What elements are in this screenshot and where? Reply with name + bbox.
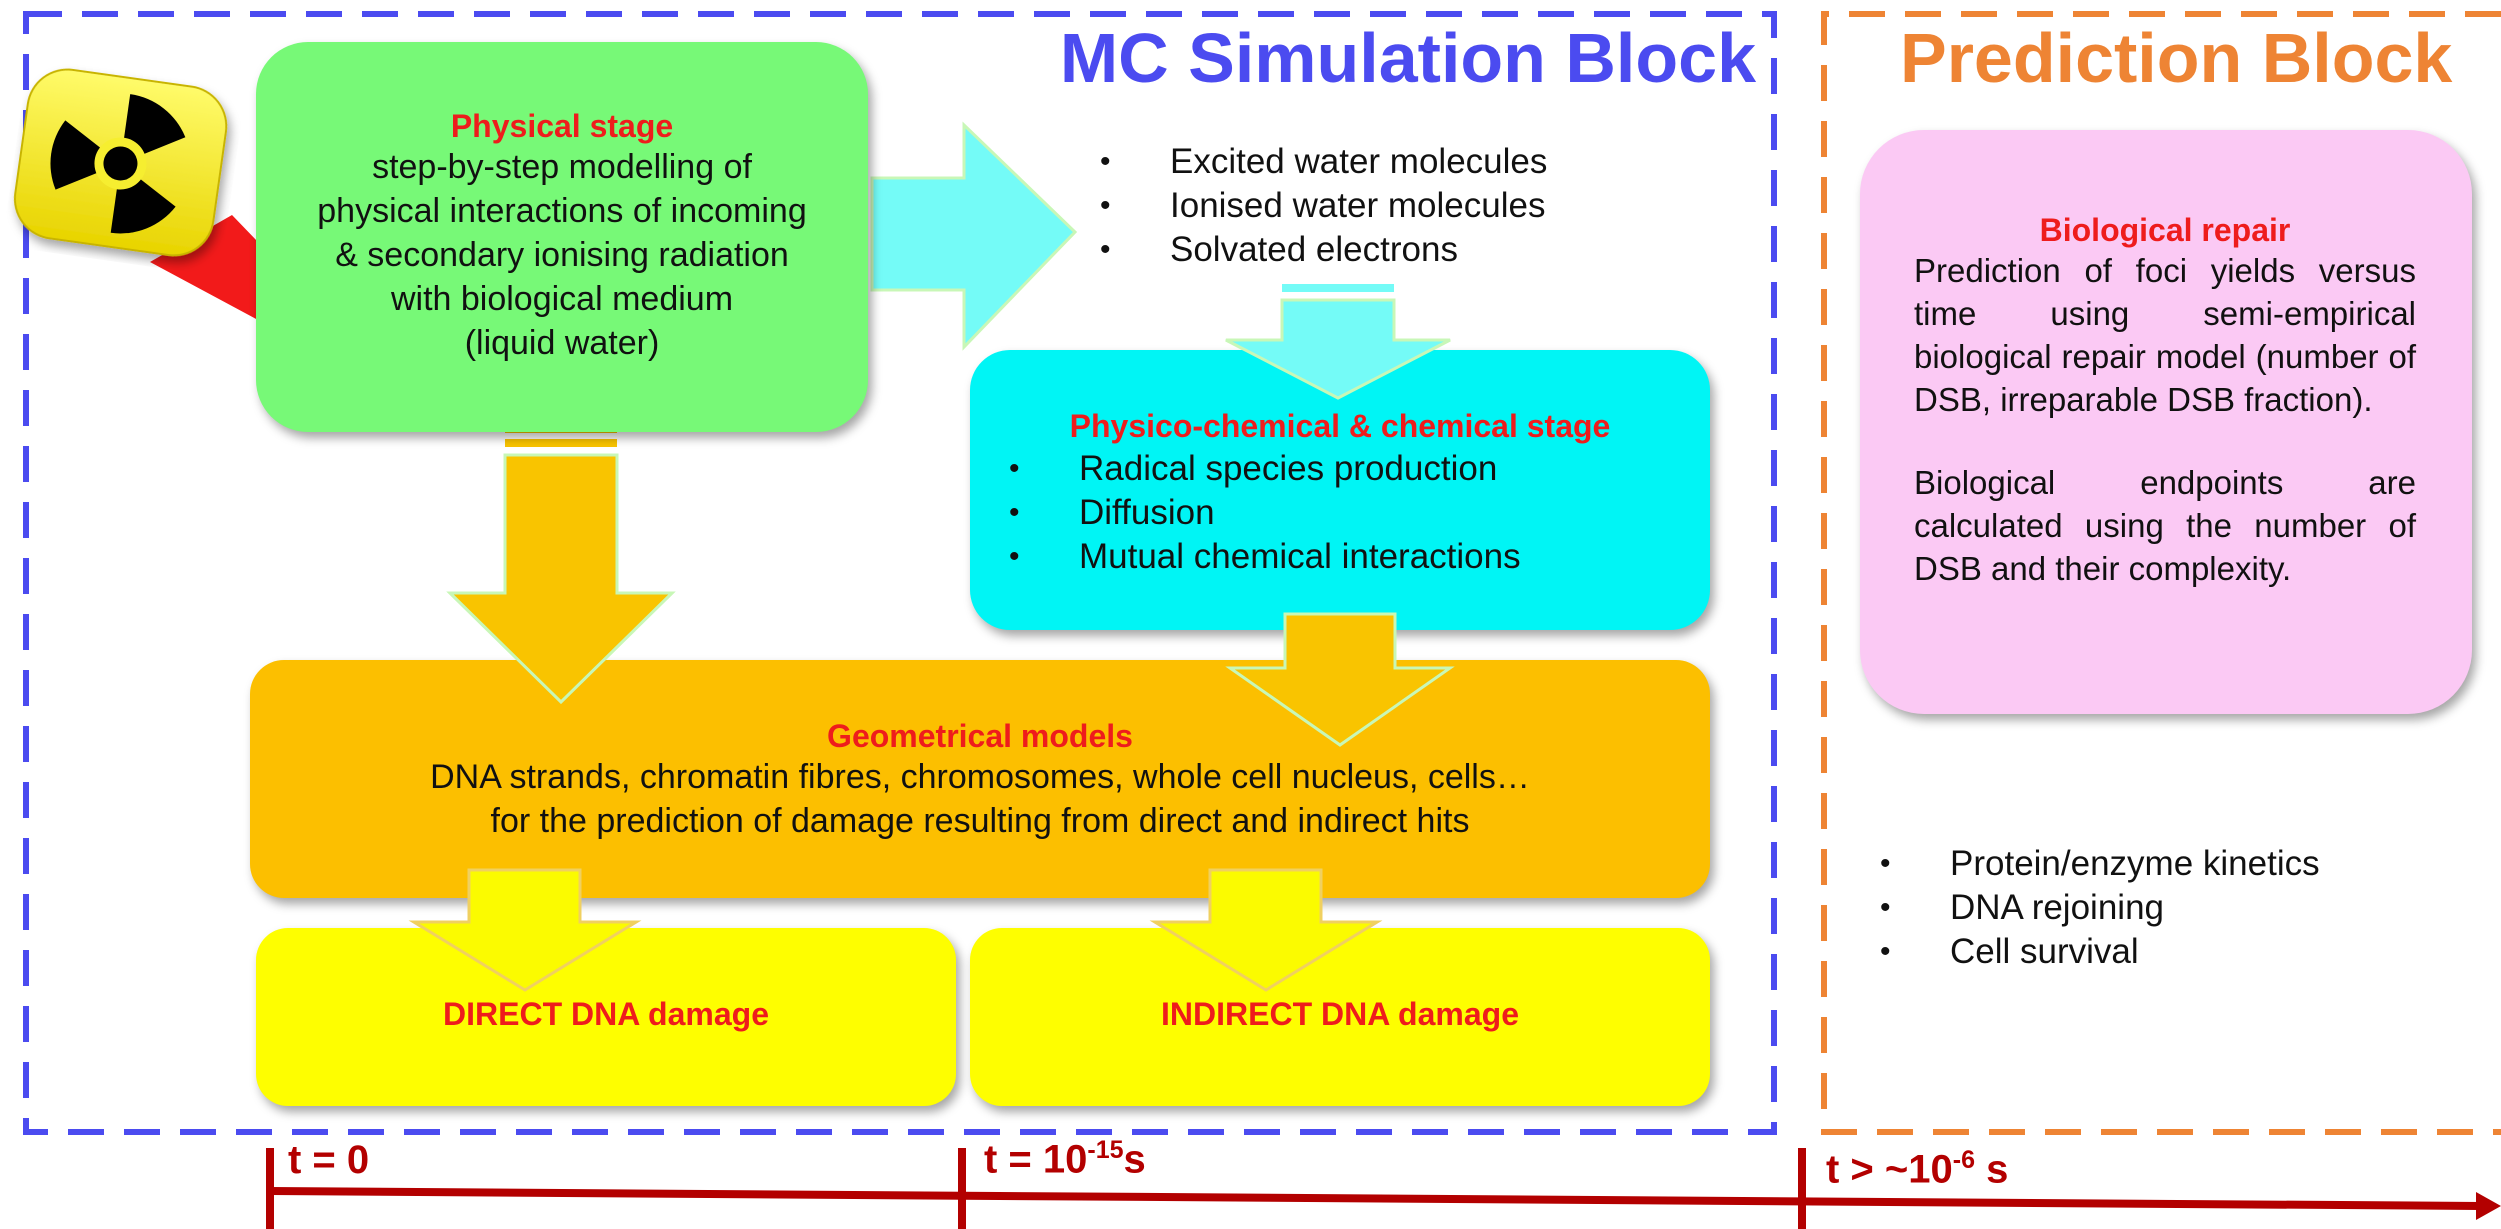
- mc-block-title: MC Simulation Block: [1059, 19, 1756, 97]
- direct-damage-box: DIRECT DNA damage: [256, 928, 956, 1106]
- biological-repair-paragraph: Biological endpoints are calculated usin…: [1914, 464, 2416, 587]
- timeline-axis: [266, 1148, 2501, 1229]
- prediction-block-border: [1821, 11, 2501, 1135]
- timeline-label-t2: t > ~10-6 s: [1826, 1146, 2009, 1192]
- list-item: Diffusion: [1009, 491, 1710, 535]
- timeline-label-t1: t = 10-15s: [984, 1136, 1146, 1182]
- geometrical-models-line: for the prediction of damage resulting f…: [490, 802, 1470, 840]
- biological-repair-paragraph: Prediction of foci yields versus time us…: [1914, 252, 2416, 418]
- arrow-products-to-physicochemical-head: [1225, 298, 1451, 400]
- physical-stage-line: (liquid water): [464, 324, 660, 362]
- arrow-geometrical-to-indirect-head: [1149, 868, 1383, 992]
- indirect-damage-box: INDIRECT DNA damage: [970, 928, 1710, 1106]
- list-item: DNA rejoining: [1880, 886, 2320, 930]
- direct-damage-label: DIRECT DNA damage: [443, 996, 769, 1032]
- repair-outcomes-list: Protein/enzyme kinetics DNA rejoining Ce…: [1880, 842, 2320, 974]
- physicochemical-stage-box: Physico-chemical & chemical stage Radica…: [970, 350, 1710, 630]
- list-item: Cell survival: [1880, 930, 2320, 974]
- radiation-hazard-icon: [2, 58, 246, 277]
- arrow-physical-to-geometrical-head: [446, 453, 676, 705]
- list-item: Mutual chemical interactions: [1009, 535, 1710, 579]
- timeline-label-t0: t = 0: [288, 1138, 370, 1182]
- physical-stage-line: step-by-step modelling of: [372, 148, 752, 186]
- list-item: Solvated electrons: [1100, 228, 1547, 272]
- physical-stage-line: physical interactions of incoming: [317, 192, 807, 230]
- physical-stage-line: & secondary ionising radiation: [335, 236, 789, 274]
- arrow-physicochemical-to-geometrical-head: [1225, 612, 1455, 747]
- geometrical-models-title: Geometrical models: [827, 718, 1133, 754]
- mc-block-border: [23, 11, 1777, 1135]
- physical-stage-title: Physical stage: [450, 108, 674, 144]
- arrow-geometrical-to-direct-head: [408, 868, 642, 992]
- list-item: Excited water molecules: [1100, 140, 1547, 184]
- list-item: Protein/enzyme kinetics: [1880, 842, 2320, 886]
- biological-repair-box: Biological repair Prediction of foci yie…: [1860, 130, 2472, 714]
- list-item: Ionised water molecules: [1100, 184, 1547, 228]
- physical-stage-line: with biological medium: [390, 280, 734, 318]
- list-item: Radical species production: [1009, 447, 1710, 491]
- prediction-block-title: Prediction Block: [1900, 19, 2453, 97]
- geometrical-models-box: Geometrical models DNA strands, chromati…: [250, 660, 1710, 898]
- biological-repair-title: Biological repair: [2039, 212, 2291, 248]
- indirect-damage-label: INDIRECT DNA damage: [1161, 996, 1519, 1032]
- physicochemical-stage-title: Physico-chemical & chemical stage: [1069, 408, 1611, 444]
- physical-stage-box: Physical stage step-by-step modelling of…: [256, 42, 868, 432]
- geometrical-models-line: DNA strands, chromatin fibres, chromosom…: [430, 758, 1530, 796]
- physical-products-list: Excited water molecules Ionised water mo…: [1100, 140, 1547, 272]
